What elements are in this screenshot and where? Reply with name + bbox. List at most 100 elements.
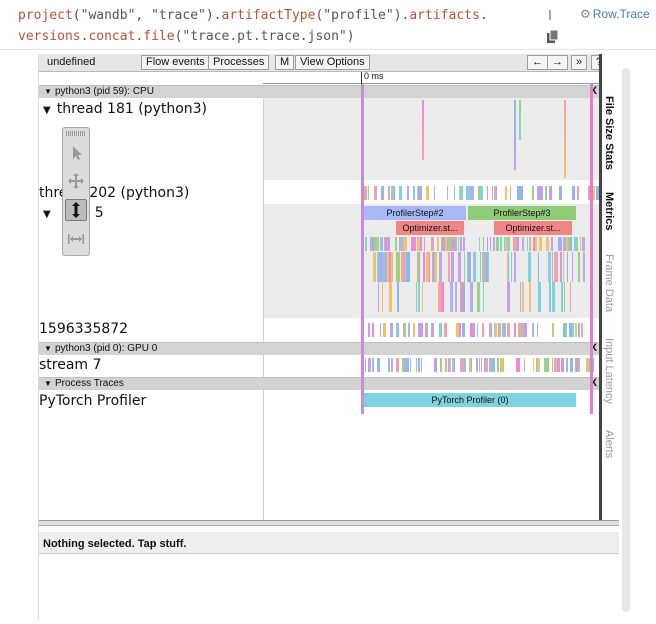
event-slice[interactable] (511, 252, 513, 282)
event-slice[interactable] (403, 323, 407, 337)
event-slice[interactable] (493, 237, 496, 251)
event-slice[interactable] (591, 186, 595, 200)
event-slice[interactable] (556, 358, 560, 372)
event-slice[interactable] (466, 252, 470, 282)
track-scrollbar[interactable] (599, 54, 602, 520)
event-slice[interactable] (576, 186, 579, 200)
event-slice[interactable] (421, 358, 423, 372)
event-slice[interactable] (377, 358, 380, 372)
track-label-thread-181[interactable]: ▼thread 181 (python3) (39, 101, 207, 117)
copy-icon[interactable] (547, 30, 559, 44)
event-slice[interactable] (572, 252, 574, 282)
event-slice[interactable] (419, 237, 423, 251)
tool-palette[interactable] (62, 127, 90, 256)
event-slice[interactable] (522, 237, 525, 251)
event-slice[interactable] (506, 252, 509, 282)
next-arrow-button[interactable]: → (547, 55, 568, 70)
event-slice[interactable] (440, 282, 444, 312)
event-slice[interactable] (500, 237, 503, 251)
event-slice[interactable] (536, 358, 540, 372)
event-slice[interactable] (516, 237, 519, 251)
event-slice[interactable] (549, 282, 552, 312)
event-slice[interactable] (424, 323, 428, 337)
event-slice[interactable] (476, 323, 478, 337)
event-slice[interactable] (495, 323, 498, 337)
event-slice[interactable] (401, 358, 404, 372)
event-slice[interactable] (447, 252, 450, 282)
event-slice[interactable] (463, 282, 466, 312)
event-slice[interactable] (588, 186, 590, 200)
event-slice[interactable] (369, 358, 370, 372)
event-slice[interactable] (367, 186, 369, 200)
event-slice[interactable] (416, 282, 418, 312)
event-slice[interactable] (399, 237, 402, 251)
event-slice[interactable] (422, 252, 425, 282)
event-slice[interactable] (503, 358, 505, 372)
event-slice[interactable] (394, 186, 396, 200)
event-slice[interactable] (470, 358, 472, 372)
flow-events-button[interactable]: Flow events (141, 55, 210, 70)
event-slice[interactable] (418, 323, 421, 337)
event-slice[interactable] (533, 358, 535, 372)
event-slice[interactable] (474, 323, 476, 337)
event-slice[interactable] (412, 186, 415, 200)
event-slice[interactable] (480, 186, 484, 200)
event-slice[interactable] (376, 358, 378, 372)
event-slice[interactable] (551, 323, 553, 337)
collapse-triangle-icon[interactable]: ▼ (43, 105, 51, 116)
event-slice[interactable] (521, 282, 524, 312)
event-slice[interactable] (403, 252, 407, 282)
event-slice[interactable] (470, 186, 474, 200)
event-slice[interactable] (503, 237, 506, 251)
event-slice[interactable] (381, 186, 383, 200)
event-slice[interactable] (389, 252, 392, 282)
event-slice[interactable] (462, 237, 465, 251)
event-slice[interactable] (517, 323, 519, 337)
event-slice[interactable] (455, 282, 458, 312)
event-slice[interactable] (491, 186, 493, 200)
event-slice[interactable] (473, 252, 477, 282)
event-slice[interactable] (574, 186, 576, 200)
event-slice[interactable] (391, 358, 394, 372)
track-1596335872[interactable] (264, 319, 599, 341)
event-slice[interactable] (460, 282, 463, 312)
event-slice[interactable] (582, 237, 586, 251)
event-slice[interactable] (570, 237, 573, 251)
event-slice[interactable] (545, 237, 549, 251)
event-slice[interactable] (538, 237, 542, 251)
event-slice[interactable] (452, 237, 456, 251)
event-slice[interactable] (431, 252, 434, 282)
event-slice[interactable] (538, 252, 539, 282)
metadata-button[interactable]: M (275, 55, 295, 70)
tab-input-latency[interactable]: Input Latency (603, 338, 615, 405)
event-slice[interactable] (390, 252, 394, 282)
event-slice[interactable] (519, 100, 521, 140)
event-slice[interactable] (426, 252, 429, 282)
event-slice[interactable] (579, 237, 581, 251)
event-slice[interactable] (524, 358, 526, 372)
event-slice[interactable] (464, 252, 466, 282)
event-slice[interactable] (586, 358, 590, 372)
event-slice[interactable] (553, 358, 556, 372)
event-slice[interactable] (411, 237, 413, 251)
event-slice[interactable] (433, 358, 437, 372)
event-slice[interactable] (484, 252, 487, 282)
event-slice[interactable] (562, 237, 566, 251)
event-slice[interactable] (560, 282, 563, 312)
event-slice[interactable] (574, 323, 577, 337)
event-slice[interactable] (506, 252, 508, 282)
event-slice[interactable] (559, 358, 561, 372)
event-slice[interactable] (444, 237, 448, 251)
event-slice[interactable] (422, 100, 424, 160)
track-label-pytorch-profiler[interactable]: PyTorch Profiler (39, 393, 147, 409)
event-slice[interactable] (378, 252, 382, 282)
event-slice[interactable] (565, 237, 567, 251)
event-slice[interactable] (415, 358, 417, 372)
event-slice[interactable] (371, 358, 374, 372)
event-slice[interactable] (416, 237, 420, 251)
event-slice[interactable] (568, 237, 572, 251)
event-slice[interactable] (529, 237, 531, 251)
event-slice[interactable] (512, 237, 516, 251)
event-slice[interactable] (459, 323, 462, 337)
event-slice[interactable] (517, 186, 519, 200)
